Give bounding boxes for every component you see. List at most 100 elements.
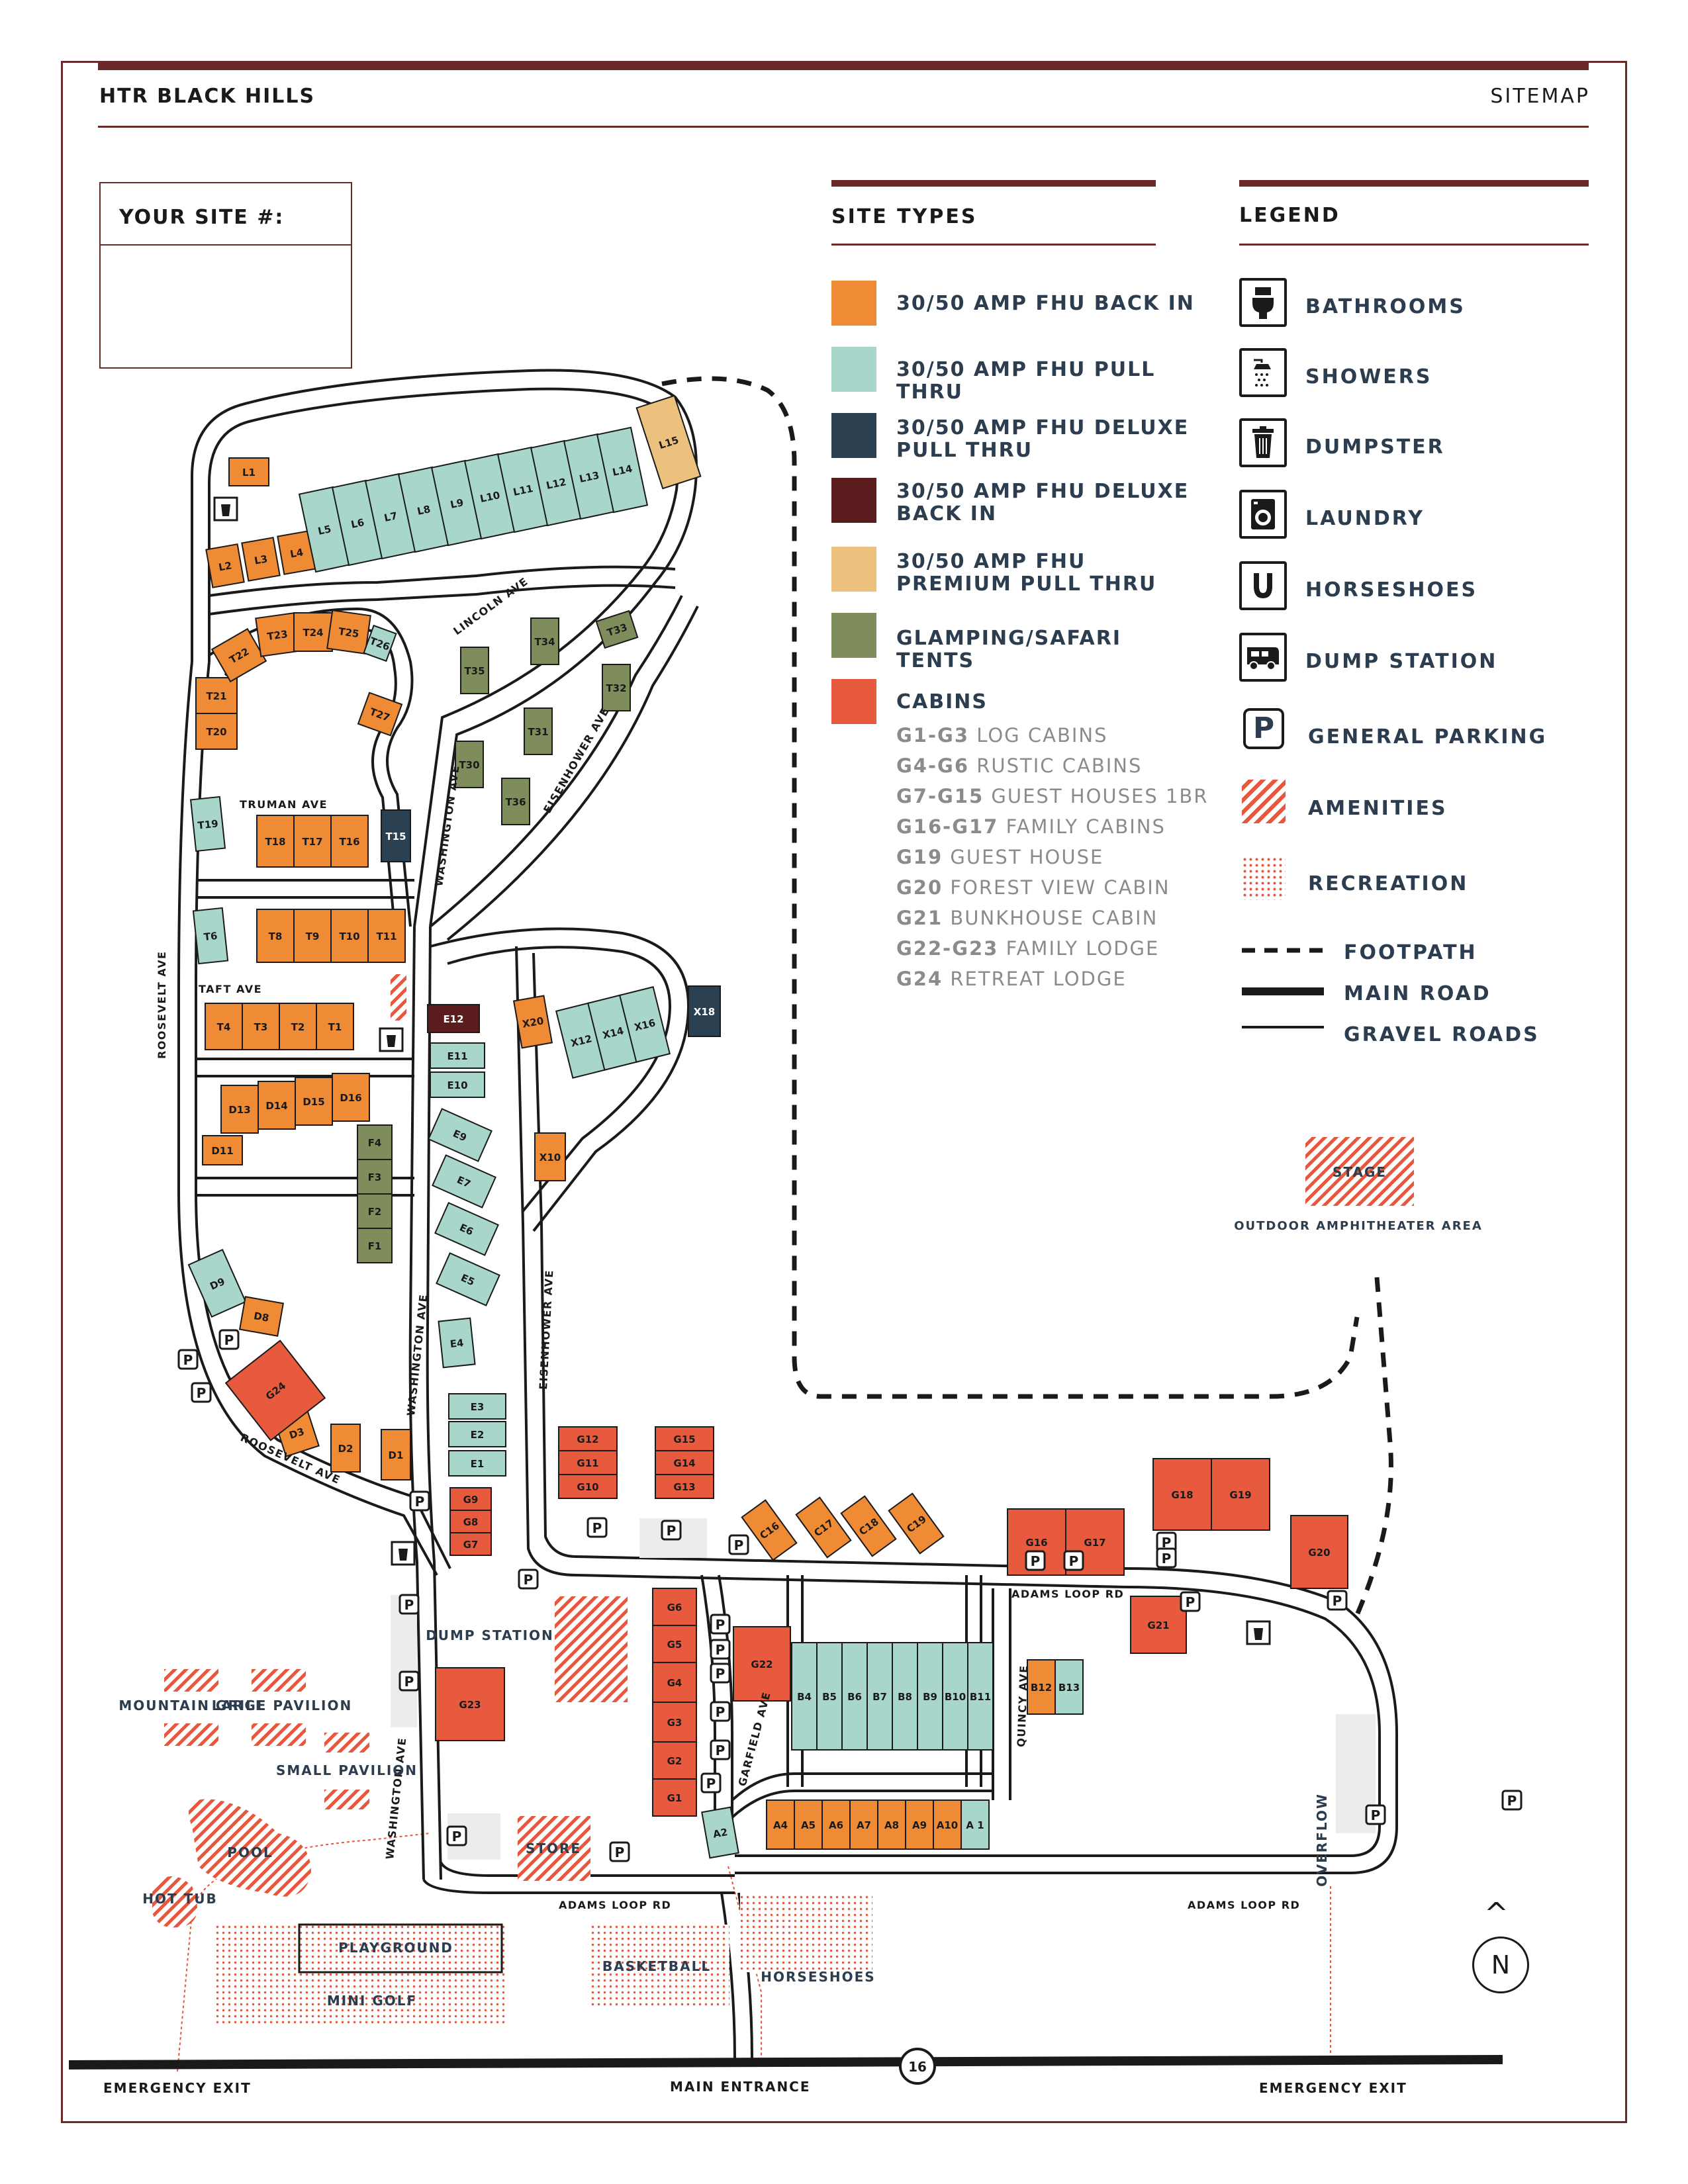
site-marker <box>652 1741 697 1780</box>
swatch-back-in <box>831 281 876 326</box>
site-label: T36 <box>505 796 526 808</box>
road-label: ADAMS LOOP RD <box>1188 1899 1300 1911</box>
site-a5: A5 <box>794 1799 823 1850</box>
site-g13: G13 <box>655 1474 714 1499</box>
store-amenity <box>518 1816 590 1881</box>
site-b4: B4 <box>791 1642 818 1751</box>
parking-symbol: P <box>716 1642 726 1658</box>
site-t16: T16 <box>330 815 369 868</box>
amenities-swatch-icon <box>1242 780 1286 823</box>
parking-icon: P <box>191 1382 212 1403</box>
trash-icon <box>1246 1620 1271 1645</box>
amenity-label: LARGE PAVILION <box>212 1698 352 1713</box>
site-l2: L2 <box>205 543 245 588</box>
site-f2: F2 <box>357 1193 393 1229</box>
trash-icon <box>1239 418 1287 467</box>
site-b6: B6 <box>841 1642 868 1751</box>
exit-label: EMERGENCY EXIT <box>1259 2080 1407 2096</box>
legend-label-main-road: MAIN ROAD <box>1344 982 1491 1005</box>
site-label: G15 <box>673 1433 695 1445</box>
recreation-label: MINI GOLF <box>327 1993 417 2009</box>
site-g18: G18 <box>1152 1458 1212 1531</box>
shower-icon <box>1239 348 1287 397</box>
site-marker <box>434 1202 499 1256</box>
site-label: T15 <box>385 831 406 842</box>
site-g2: G2 <box>652 1741 697 1780</box>
parking-icon: P <box>710 1701 731 1722</box>
site-marker <box>357 1228 393 1263</box>
legend-label-bathrooms: BATHROOMS <box>1305 295 1466 318</box>
site-t33: T33 <box>595 610 639 649</box>
parking-icon: P <box>1365 1804 1386 1825</box>
site-t21: T21 <box>195 677 238 714</box>
site-t31: T31 <box>524 707 553 755</box>
site-t8: T8 <box>256 909 295 963</box>
site-marker <box>791 1642 818 1751</box>
site-label: T16 <box>339 836 359 848</box>
site-label: T11 <box>376 931 397 942</box>
site-d11: D11 <box>202 1135 243 1165</box>
trash-icon <box>213 496 238 522</box>
site-label: T3 <box>254 1021 268 1033</box>
site-d9: D9 <box>187 1249 247 1318</box>
site-marker <box>436 1252 500 1306</box>
site-marker <box>888 1492 945 1555</box>
site-g22: G22 <box>733 1626 791 1702</box>
site-marker <box>733 1626 791 1702</box>
site-t20: T20 <box>195 713 238 750</box>
road-label: ADAMS LOOP RD <box>559 1899 671 1911</box>
small-pavilion <box>324 1790 369 1809</box>
site-t11: T11 <box>367 909 406 963</box>
parking-icon: P <box>710 1662 731 1684</box>
site-marker <box>195 677 238 714</box>
site-label: L10 <box>479 489 501 505</box>
site-label: A5 <box>801 1819 816 1831</box>
page-number-badge <box>899 2048 936 2085</box>
legend-label-horseshoes: HORSESHOES <box>1305 578 1478 602</box>
legend-rule-bottom <box>1239 244 1589 246</box>
parking-symbol: P <box>667 1523 677 1539</box>
site-marker <box>840 1495 897 1557</box>
site-t1: T1 <box>316 1003 354 1050</box>
site-g3: G3 <box>652 1702 697 1743</box>
site-l14: L14 <box>596 426 649 514</box>
site-marker <box>189 796 226 852</box>
parking-symbol: P <box>404 1597 414 1613</box>
site-label: T23 <box>266 628 288 643</box>
site-b10: B10 <box>942 1642 968 1751</box>
site-label: T18 <box>265 836 285 848</box>
site-x16: X16 <box>618 986 671 1063</box>
recreation-label: HORSESHOES <box>761 1969 875 1985</box>
site-label: B6 <box>847 1691 862 1703</box>
site-t19: T19 <box>189 796 226 852</box>
site-marker <box>293 612 333 652</box>
cabin-line: G22-G23 FAMILY LODGE <box>896 937 1160 960</box>
site-label: T24 <box>303 627 323 639</box>
site-marker <box>293 815 332 868</box>
site-e7: E7 <box>432 1154 496 1208</box>
legend-title: LEGEND <box>1239 204 1340 227</box>
site-label: L5 <box>317 523 332 537</box>
site-label: T4 <box>217 1021 231 1033</box>
site-g12: G12 <box>558 1426 618 1451</box>
legend-label-showers: SHOWERS <box>1305 365 1432 388</box>
site-label: G23 <box>459 1699 481 1711</box>
main-road <box>68 2055 1503 2070</box>
site-e1: E1 <box>448 1450 506 1477</box>
parking-symbol: P <box>716 1666 726 1682</box>
site-marker <box>241 537 281 582</box>
site-label: X20 <box>522 1015 545 1030</box>
parking-symbol: P <box>452 1829 462 1844</box>
site-e3: E3 <box>448 1393 506 1420</box>
site-t32: T32 <box>602 664 631 711</box>
site-label: T19 <box>197 817 219 831</box>
site-marker <box>877 1799 906 1850</box>
rec-path <box>727 1866 762 2065</box>
parking-icon: P <box>710 1639 731 1660</box>
site-t23: T23 <box>255 612 300 657</box>
parking-icon: P <box>609 1841 630 1862</box>
parking-lot <box>391 1595 417 1727</box>
parking-icon: P <box>1063 1550 1084 1571</box>
site-marker <box>448 1393 506 1420</box>
site-marker <box>316 1003 354 1050</box>
